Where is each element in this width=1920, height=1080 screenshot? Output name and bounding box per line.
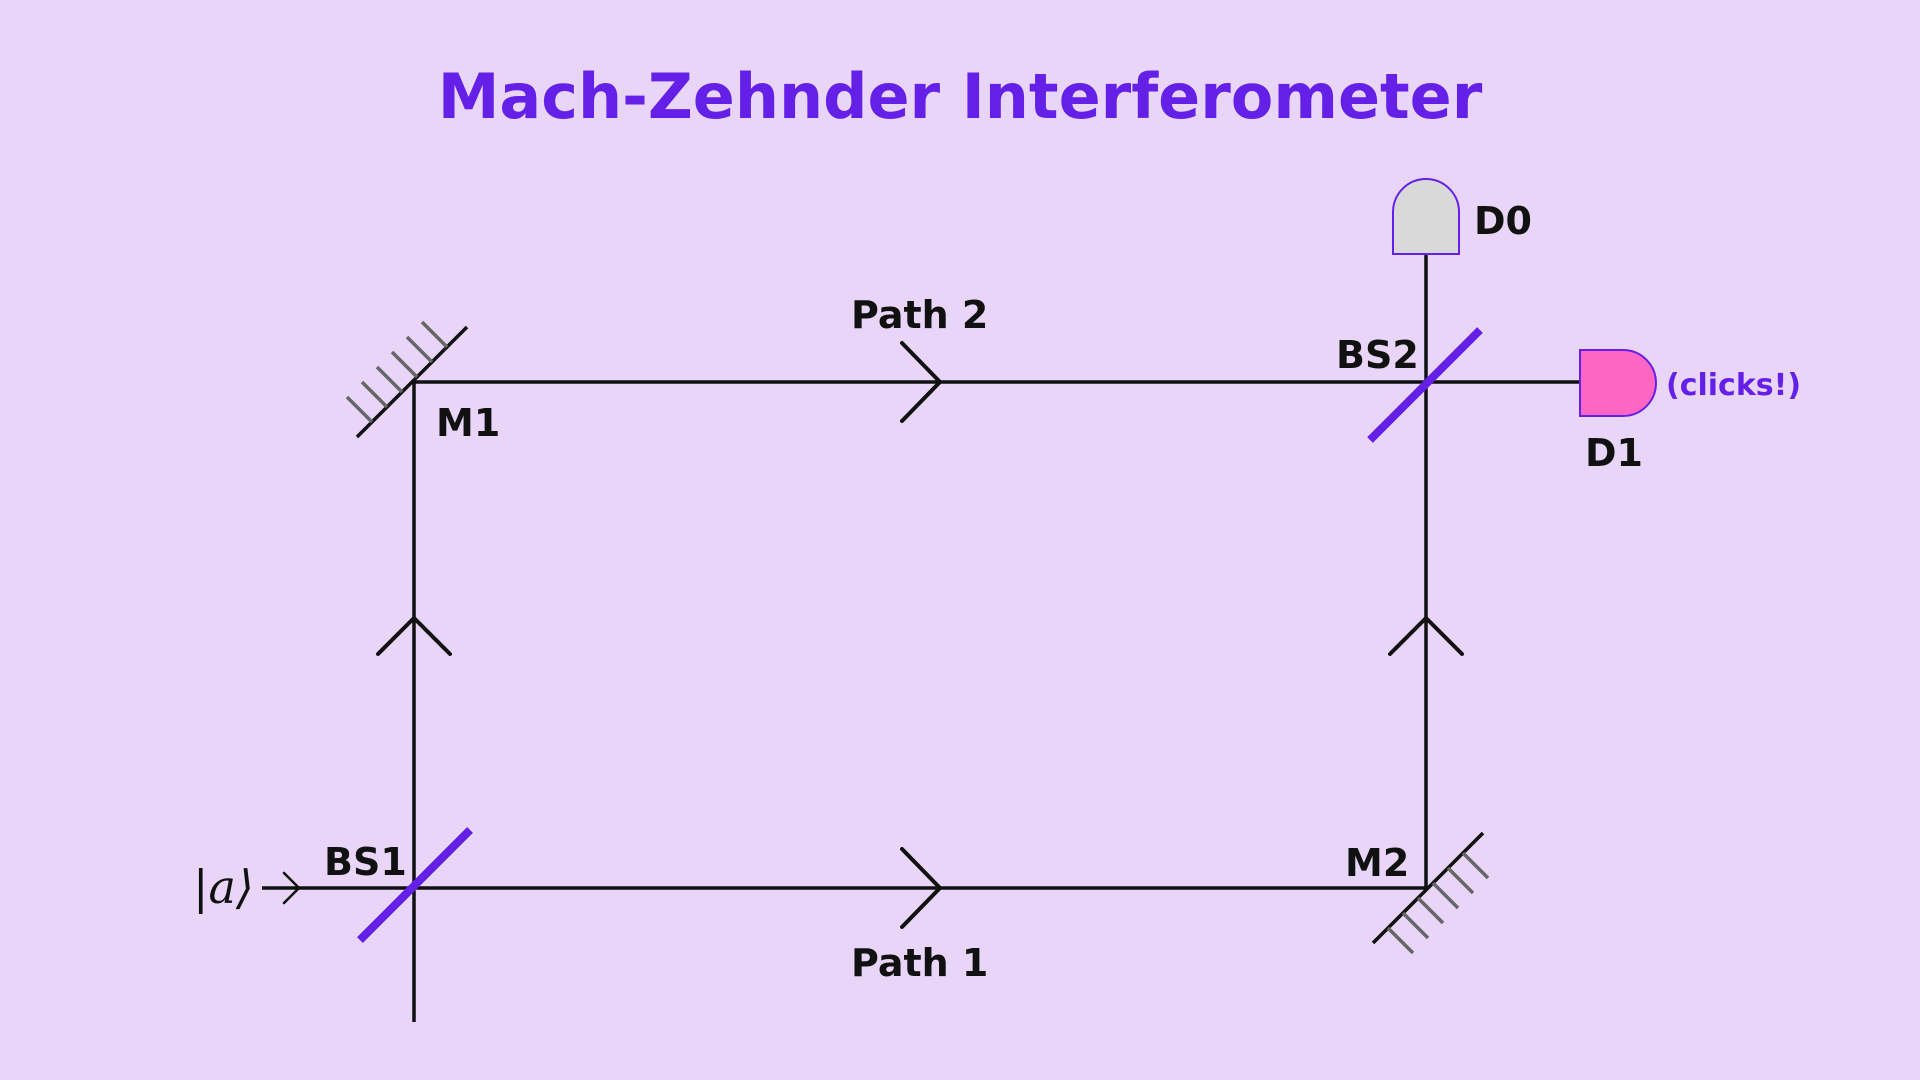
direction-arrows xyxy=(376,341,1464,929)
input-arrow-icon xyxy=(282,871,301,905)
path-1-arrow-icon xyxy=(900,847,942,929)
m2-label: M2 xyxy=(1345,841,1409,885)
bs2-beam-splitter xyxy=(1367,327,1483,443)
m1-label: M1 xyxy=(436,401,500,445)
input-state-label: |a⟩ xyxy=(193,860,254,914)
mirror-m2 xyxy=(1371,831,1490,955)
right-up-arrow-icon xyxy=(1388,616,1464,656)
mirror-m1 xyxy=(345,320,469,439)
d1-label: D1 xyxy=(1585,431,1643,475)
bs1-beam-splitter-body xyxy=(357,827,473,943)
bs2-label: BS2 xyxy=(1336,333,1419,377)
d0-label: D0 xyxy=(1474,199,1532,243)
bs1-label: BS1 xyxy=(324,840,407,884)
path-2-label: Path 2 xyxy=(851,293,988,337)
path-1-label: Path 1 xyxy=(851,941,988,985)
detector-d0 xyxy=(1392,178,1460,255)
diagram-title: Mach-Zehnder Interferometer xyxy=(438,60,1483,133)
beam-paths xyxy=(262,255,1580,1022)
left-up-arrow-icon xyxy=(376,616,452,656)
d1-clicks-note: (clicks!) xyxy=(1666,368,1801,403)
path-2-arrow-icon xyxy=(900,341,942,423)
detector-d1 xyxy=(1579,349,1657,417)
